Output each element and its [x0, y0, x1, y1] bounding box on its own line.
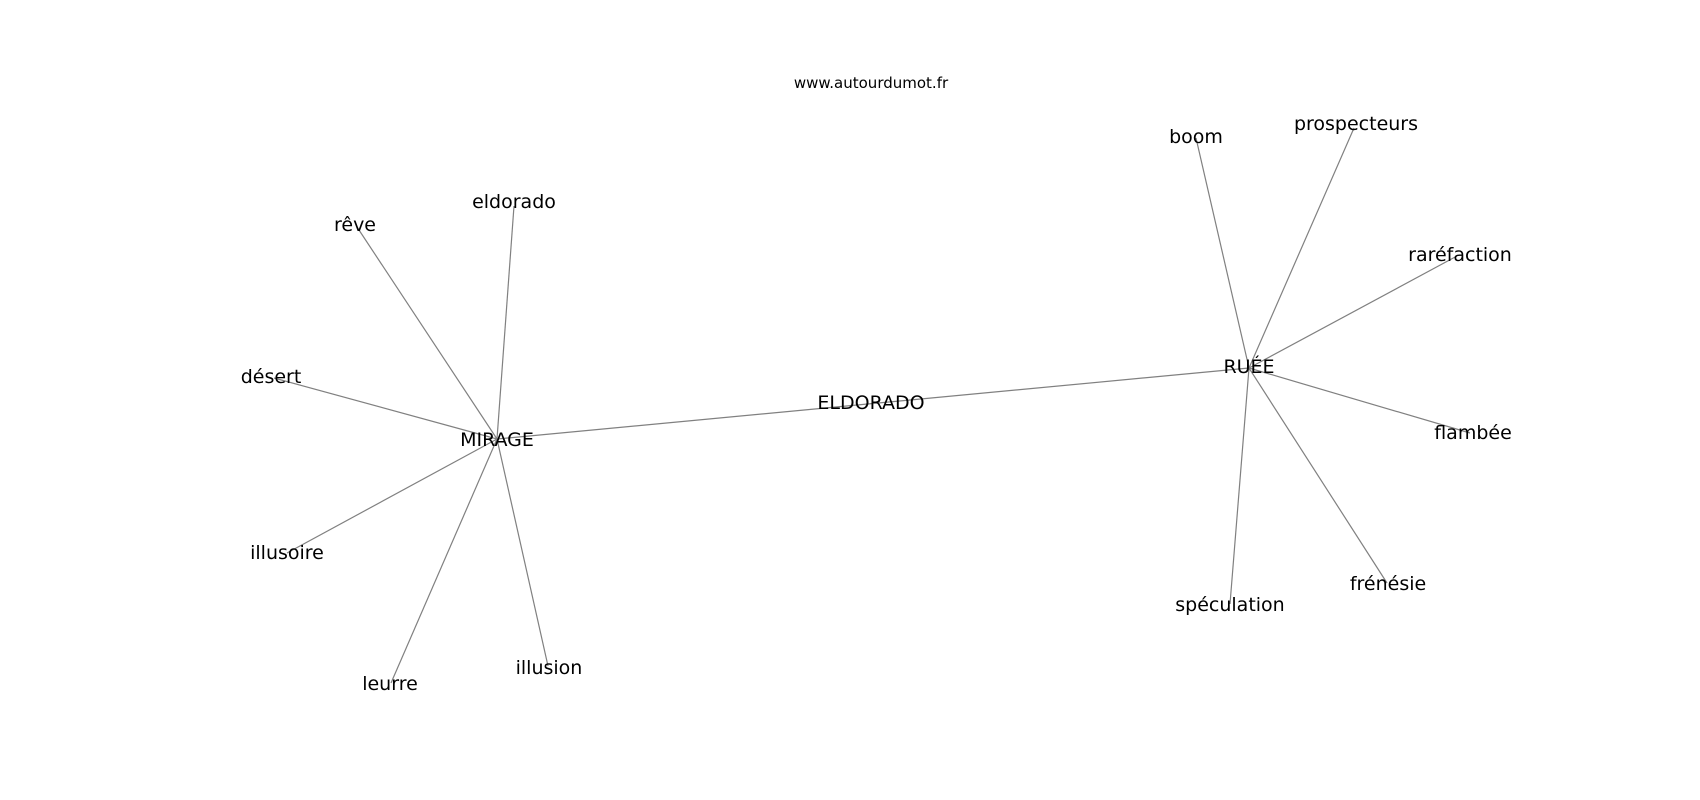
edge-mirage-reve: [356, 226, 498, 440]
center-node-label: ELDORADO: [817, 392, 924, 414]
leaf-node-label: illusoire: [250, 542, 324, 564]
edge-mirage-illusion: [496, 438, 549, 667]
leaf-node-label: rêve: [334, 214, 376, 236]
edge-ruee-flambee: [1248, 367, 1471, 434]
edge-mirage-desert: [273, 377, 498, 440]
leaf-node-label: flambée: [1434, 422, 1512, 444]
leaf-node-label: raréfaction: [1408, 244, 1512, 266]
leaf-node-label: boom: [1169, 126, 1223, 148]
edge-ruee-speculation: [1229, 367, 1250, 605]
leaf-node-label: frénésie: [1350, 573, 1426, 595]
hub-node-ruee: RUÉE: [1223, 355, 1274, 378]
edge-ruee-rarefaction: [1248, 255, 1458, 369]
edge-mirage-leurre: [390, 438, 498, 684]
leaf-node-label: spéculation: [1175, 594, 1284, 616]
edge-mirage-illusoire: [286, 438, 498, 554]
leaf-node-label: désert: [241, 366, 302, 388]
edge-ruee-boom: [1195, 137, 1250, 369]
edge-ruee-frenesie: [1248, 367, 1388, 584]
leaf-node-label: prospecteurs: [1294, 113, 1418, 135]
leaf-node-label: illusion: [516, 657, 583, 679]
site-url: www.autourdumot.fr: [794, 74, 949, 92]
leaf-node-label: leurre: [362, 673, 418, 695]
edge-mirage-eldorado: [496, 205, 515, 440]
hub-node-mirage: MIRAGE: [460, 429, 534, 451]
edge-mirage-ruee: [496, 367, 1250, 440]
leaf-node-label: eldorado: [472, 191, 556, 213]
edge-ruee-prospecteurs: [1248, 127, 1355, 369]
